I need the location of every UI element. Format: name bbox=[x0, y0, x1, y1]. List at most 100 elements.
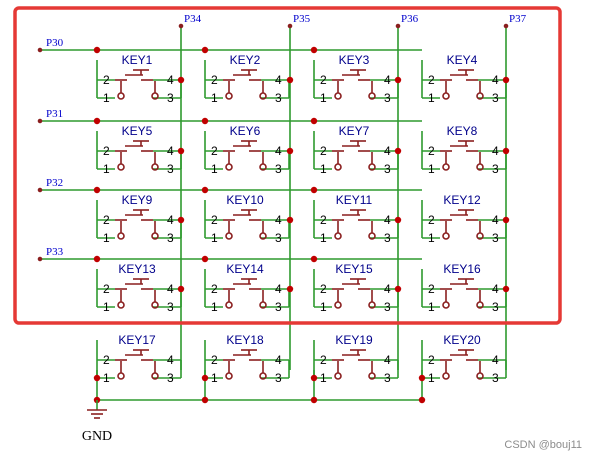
pin-number-1: 1 bbox=[103, 231, 110, 245]
junction-dot bbox=[201, 255, 209, 263]
key-label: KEY13 bbox=[118, 262, 156, 276]
pin-number-2: 2 bbox=[428, 282, 435, 296]
pin-number-4: 4 bbox=[492, 353, 499, 367]
pin-number-3: 3 bbox=[275, 231, 282, 245]
key-label: KEY18 bbox=[226, 333, 264, 347]
highlight-frame bbox=[13, 6, 562, 325]
pin-number-4: 4 bbox=[492, 213, 499, 227]
pin-number-1: 1 bbox=[211, 91, 218, 105]
key-label: KEY16 bbox=[443, 262, 481, 276]
junction-dot bbox=[201, 46, 209, 54]
pin-number-3: 3 bbox=[167, 371, 174, 385]
key-label: KEY19 bbox=[335, 333, 373, 347]
pin-number-1: 1 bbox=[428, 300, 435, 314]
junction-dot bbox=[310, 117, 318, 125]
key-label: KEY14 bbox=[226, 262, 264, 276]
junction-dot bbox=[93, 374, 101, 382]
pin-number-2: 2 bbox=[211, 282, 218, 296]
pin-number-2: 2 bbox=[428, 353, 435, 367]
pin-number-4: 4 bbox=[167, 282, 174, 296]
row-net-terminal bbox=[37, 256, 43, 262]
pin-number-1: 1 bbox=[211, 371, 218, 385]
junction-dot bbox=[310, 46, 318, 54]
pin-number-2: 2 bbox=[103, 353, 110, 367]
row-net-terminal bbox=[37, 187, 43, 193]
pin-number-2: 2 bbox=[103, 73, 110, 87]
pin-number-3: 3 bbox=[275, 300, 282, 314]
key-label: KEY10 bbox=[226, 193, 264, 207]
pin-number-3: 3 bbox=[167, 300, 174, 314]
column-net-terminal bbox=[178, 23, 184, 29]
switch-terminal-1 bbox=[334, 301, 342, 309]
pin-number-1: 1 bbox=[428, 91, 435, 105]
column-net-terminal bbox=[395, 23, 401, 29]
pin-number-3: 3 bbox=[492, 300, 499, 314]
junction-dot bbox=[201, 186, 209, 194]
junction-dot bbox=[310, 396, 318, 404]
pin-number-3: 3 bbox=[384, 371, 391, 385]
switch-terminal-1 bbox=[334, 372, 342, 380]
junction-dot bbox=[502, 76, 510, 84]
pin-number-4: 4 bbox=[167, 73, 174, 87]
junction-dot bbox=[418, 374, 426, 382]
switch-terminal-1 bbox=[442, 372, 450, 380]
pin-number-3: 3 bbox=[384, 231, 391, 245]
junction-dot bbox=[286, 147, 294, 155]
switch-terminal-1 bbox=[334, 232, 342, 240]
junction-dot bbox=[394, 147, 402, 155]
column-net-terminal bbox=[287, 23, 293, 29]
junction-dot bbox=[93, 46, 101, 54]
junction-dot bbox=[286, 216, 294, 224]
pin-number-2: 2 bbox=[103, 213, 110, 227]
switch-terminal-1 bbox=[442, 92, 450, 100]
row-net-label-p33: P33 bbox=[46, 246, 64, 258]
junction-dot bbox=[310, 186, 318, 194]
pin-number-2: 2 bbox=[211, 353, 218, 367]
pin-number-1: 1 bbox=[320, 231, 327, 245]
pin-number-2: 2 bbox=[428, 73, 435, 87]
junction-dot bbox=[286, 285, 294, 293]
junction-dot bbox=[394, 285, 402, 293]
pin-number-1: 1 bbox=[103, 91, 110, 105]
pin-number-1: 1 bbox=[103, 162, 110, 176]
junction-dot bbox=[310, 255, 318, 263]
ground-label: GND bbox=[82, 429, 112, 444]
pin-number-1: 1 bbox=[103, 300, 110, 314]
key-label: KEY15 bbox=[335, 262, 373, 276]
column-net-label-p35: P35 bbox=[293, 13, 311, 25]
pin-number-3: 3 bbox=[167, 231, 174, 245]
row-net-terminal bbox=[37, 118, 43, 124]
column-net-label-p34: P34 bbox=[184, 13, 202, 25]
pin-number-1: 1 bbox=[320, 371, 327, 385]
row-net-label-p32: P32 bbox=[46, 177, 63, 189]
switch-terminal-1 bbox=[442, 163, 450, 171]
pin-number-3: 3 bbox=[275, 91, 282, 105]
junction-dot bbox=[177, 216, 185, 224]
key-label: KEY3 bbox=[339, 53, 370, 67]
junction-dot bbox=[93, 255, 101, 263]
junction-dot bbox=[310, 374, 318, 382]
pin-number-4: 4 bbox=[275, 353, 282, 367]
key-label: KEY2 bbox=[230, 53, 261, 67]
junction-dot bbox=[201, 396, 209, 404]
switch-terminal-1 bbox=[442, 301, 450, 309]
pin-number-2: 2 bbox=[103, 282, 110, 296]
junction-dot bbox=[93, 117, 101, 125]
switch-terminal-1 bbox=[334, 163, 342, 171]
key-switch-key13: 2 4 1 3 KEY13 bbox=[96, 262, 182, 314]
pin-number-2: 2 bbox=[103, 144, 110, 158]
pin-number-2: 2 bbox=[428, 144, 435, 158]
pin-number-1: 1 bbox=[211, 231, 218, 245]
pin-number-1: 1 bbox=[428, 371, 435, 385]
